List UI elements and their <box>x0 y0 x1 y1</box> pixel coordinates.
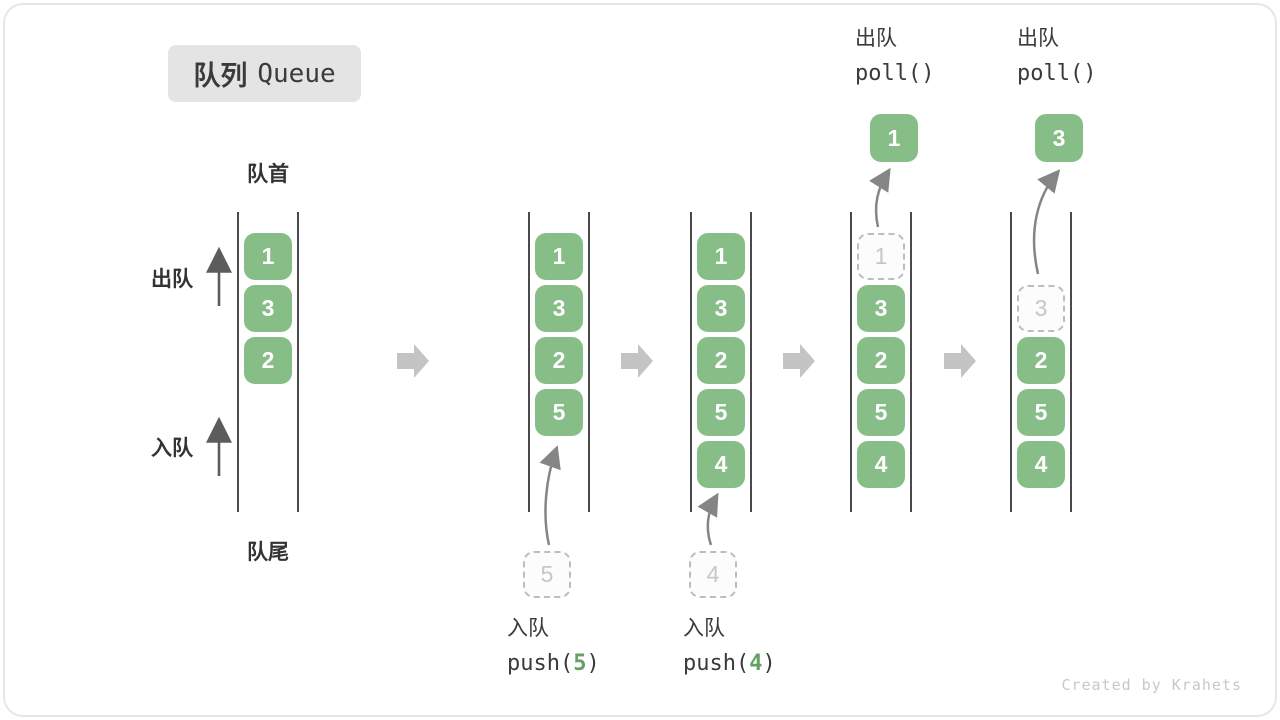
operation-code: push(5) <box>507 651 600 676</box>
step-arrow-icon <box>397 344 429 378</box>
popped-element: 1 <box>870 114 918 162</box>
queue-element: 4 <box>697 441 745 488</box>
queue-element: 2 <box>535 337 583 384</box>
queue-element: 5 <box>857 389 905 436</box>
incoming-element-ghost: 5 <box>523 551 571 598</box>
operation-label-push5: 入队 push(5) <box>507 612 600 676</box>
queue-element: 5 <box>697 389 745 436</box>
incoming-element-ghost: 4 <box>689 551 737 598</box>
operation-action: 出队 <box>855 27 897 50</box>
operation-label-poll-2: 出队 poll() <box>1017 22 1096 86</box>
queue-element: 2 <box>1017 337 1065 384</box>
queue-element: 2 <box>244 337 292 384</box>
queue-state-5: 3 2 5 4 <box>1010 212 1072 512</box>
popped-element: 3 <box>1035 114 1083 162</box>
step-arrow-icon <box>944 344 976 378</box>
operation-code: push(4) <box>683 651 776 676</box>
code-arg: 4 <box>749 651 763 676</box>
removed-element-ghost: 3 <box>1017 285 1065 332</box>
queue-element: 3 <box>857 285 905 332</box>
code-arg: 5 <box>573 651 587 676</box>
queue-element: 3 <box>697 285 745 332</box>
queue-element: 4 <box>1017 441 1065 488</box>
queue-element: 1 <box>535 233 583 280</box>
operation-code: poll() <box>1017 61 1097 86</box>
title-badge: 队列 Queue <box>168 45 361 102</box>
step-arrow-icon <box>621 344 653 378</box>
label-queue-front: 队首 <box>247 163 289 186</box>
title-zh: 队列 <box>193 61 248 91</box>
code-text: push( <box>683 651 750 676</box>
queue-state-3: 1 3 2 5 4 <box>690 212 752 512</box>
title-en: Queue <box>257 58 336 89</box>
removed-element-ghost: 1 <box>857 233 905 280</box>
label-enqueue-direction: 入队 <box>151 437 193 460</box>
queue-element: 1 <box>697 233 745 280</box>
queue-element: 5 <box>535 389 583 436</box>
code-text: ) <box>586 651 600 676</box>
queue-element: 3 <box>244 285 292 332</box>
queue-element: 5 <box>1017 389 1065 436</box>
operation-action: 入队 <box>507 617 549 640</box>
code-text: ) <box>762 651 776 676</box>
queue-element: 2 <box>857 337 905 384</box>
queue-element: 2 <box>697 337 745 384</box>
operation-code: poll() <box>855 61 935 86</box>
code-text: push( <box>507 651 574 676</box>
operation-label-push4: 入队 push(4) <box>683 612 776 676</box>
queue-element: 3 <box>535 285 583 332</box>
watermark: Created by Krahets <box>1061 676 1242 694</box>
operation-label-poll-1: 出队 poll() <box>855 22 934 86</box>
queue-element: 4 <box>857 441 905 488</box>
queue-state-1: 1 3 2 <box>237 212 299 512</box>
step-arrow-icon <box>783 344 815 378</box>
queue-element: 1 <box>244 233 292 280</box>
queue-state-2: 1 3 2 5 <box>528 212 590 512</box>
label-dequeue-direction: 出队 <box>151 268 193 291</box>
label-queue-rear: 队尾 <box>247 541 289 564</box>
canvas-border <box>3 3 1277 717</box>
operation-action: 出队 <box>1017 27 1059 50</box>
queue-state-4: 1 3 2 5 4 <box>850 212 912 512</box>
operation-action: 入队 <box>683 617 725 640</box>
